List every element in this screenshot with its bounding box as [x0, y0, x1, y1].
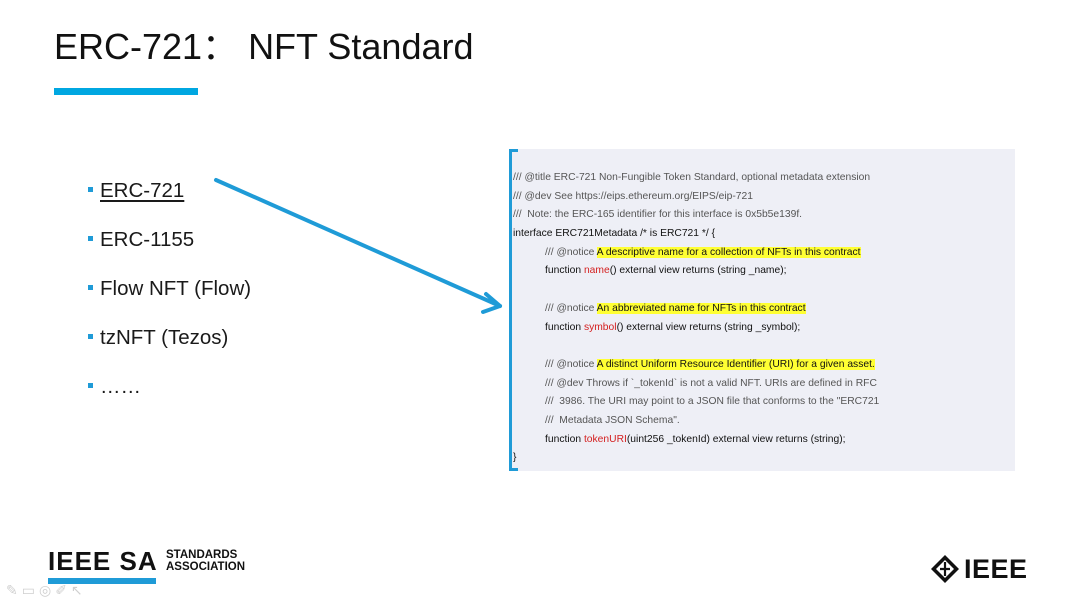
ieee-sa-logo-text: IEEE SA	[48, 546, 158, 576]
bullet-square-icon	[88, 187, 93, 192]
edit-icon[interactable]: ✐	[55, 582, 67, 598]
ieee-sa-logo-bar	[48, 578, 156, 584]
bullet-square-icon	[88, 236, 93, 241]
bullet-label: tzNFT (Tezos)	[100, 325, 229, 349]
bullet-square-icon	[88, 334, 93, 339]
bullet-label: ……	[100, 374, 141, 398]
pen-icon[interactable]: ✎	[6, 582, 18, 598]
pointer-icon[interactable]: ↖	[70, 582, 83, 598]
code-function-name: symbol	[583, 321, 617, 333]
slides-icon[interactable]: ▭	[21, 582, 35, 598]
code-line-name-notice: /// @notice A descriptive name for a col…	[513, 244, 1015, 263]
code-text: () external view returns (string _symbol…	[616, 321, 801, 333]
code-blank-line	[513, 281, 1015, 300]
bullet-item-erc1155: ERC-1155	[88, 215, 251, 264]
arrow-head	[481, 292, 502, 314]
code-line: /// Note: the ERC-165 identifier for thi…	[513, 209, 803, 221]
code-function-name: name	[583, 265, 610, 277]
ieee-logo: IEEE	[930, 553, 1028, 585]
code-keyword: function	[545, 433, 584, 445]
bracket-top	[509, 149, 518, 152]
code-highlight: A distinct Uniform Resource Identifier (…	[596, 358, 875, 370]
code-line-uri-notice: /// @notice A distinct Uniform Resource …	[513, 356, 1015, 375]
bullet-square-icon	[88, 285, 93, 290]
bullet-item-tznft: tzNFT (Tezos)	[88, 313, 251, 362]
code-line-name-function: function name() external view returns (s…	[513, 262, 1015, 281]
bullet-label[interactable]: ERC-721	[100, 178, 185, 202]
presentation-toolbar: ✎ ▭ ◎ ✐ ↖	[6, 581, 83, 599]
ieee-sa-subtitle-line: ASSOCIATION	[166, 561, 246, 573]
code-blank-line	[513, 337, 1015, 356]
title-underline	[54, 88, 198, 95]
arrow-shaft	[214, 178, 502, 308]
code-comment: /// @notice	[545, 246, 597, 258]
bracket-left	[509, 149, 512, 471]
code-comment: /// @notice	[545, 302, 597, 314]
code-text: () external view returns (string _name);	[609, 265, 787, 277]
code-line: interface ERC721Metadata /* is ERC721 */…	[513, 228, 716, 240]
bullet-item-ellipsis: ……	[88, 362, 251, 411]
code-line: /// @title ERC-721 Non-Fungible Token St…	[513, 172, 871, 183]
ieee-logo-text: IEEE	[964, 553, 1028, 584]
bullet-square-icon	[88, 383, 93, 388]
ieee-diamond-icon	[931, 555, 959, 583]
code-line-symbol-function: function symbol() external view returns …	[513, 319, 1015, 338]
ieee-sa-subtitle-line: STANDARDS	[166, 549, 238, 561]
code-line: /// @dev See https://eips.ethereum.org/E…	[513, 190, 753, 202]
code-snippet-panel: /// @title ERC-721 Non-Fungible Token St…	[509, 149, 1015, 471]
code-line-close: }	[513, 452, 517, 464]
code-highlight: An abbreviated name for NFTs in this con…	[596, 302, 806, 314]
bullet-label: Flow NFT (Flow)	[100, 276, 252, 300]
code-keyword: function	[545, 321, 584, 333]
bullet-label: ERC-1155	[100, 227, 195, 251]
bullet-item-flow-nft: Flow NFT (Flow)	[88, 264, 251, 313]
bullet-item-erc721[interactable]: ERC-721	[88, 166, 251, 215]
slide-title: ERC-721： NFT Standard	[54, 26, 474, 67]
code-line-uri-function: function tokenURI(uint256 _tokenId) exte…	[513, 431, 1015, 450]
code-highlight: A descriptive name for a collection of N…	[596, 246, 861, 258]
code-line: /// Metadata JSON Schema".	[545, 414, 680, 426]
bracket-bottom	[509, 468, 518, 471]
code-line: /// @dev Throws if `_tokenId` is not a v…	[545, 377, 877, 389]
code-line-symbol-notice: /// @notice An abbreviated name for NFTs…	[513, 300, 1015, 319]
bullet-list: ERC-721 ERC-1155 Flow NFT (Flow) tzNFT (…	[88, 166, 251, 411]
zoom-icon[interactable]: ◎	[38, 582, 52, 598]
code-keyword: function	[545, 265, 584, 277]
ieee-sa-logo-subtitle: STANDARDS ASSOCIATION	[166, 549, 245, 573]
code-text: (uint256 _tokenId) external view returns…	[626, 433, 846, 445]
code-function-name: tokenURI	[583, 433, 627, 445]
code-comment: /// @notice	[545, 358, 597, 370]
code-line: /// 3986. The URI may point to a JSON fi…	[545, 396, 880, 408]
